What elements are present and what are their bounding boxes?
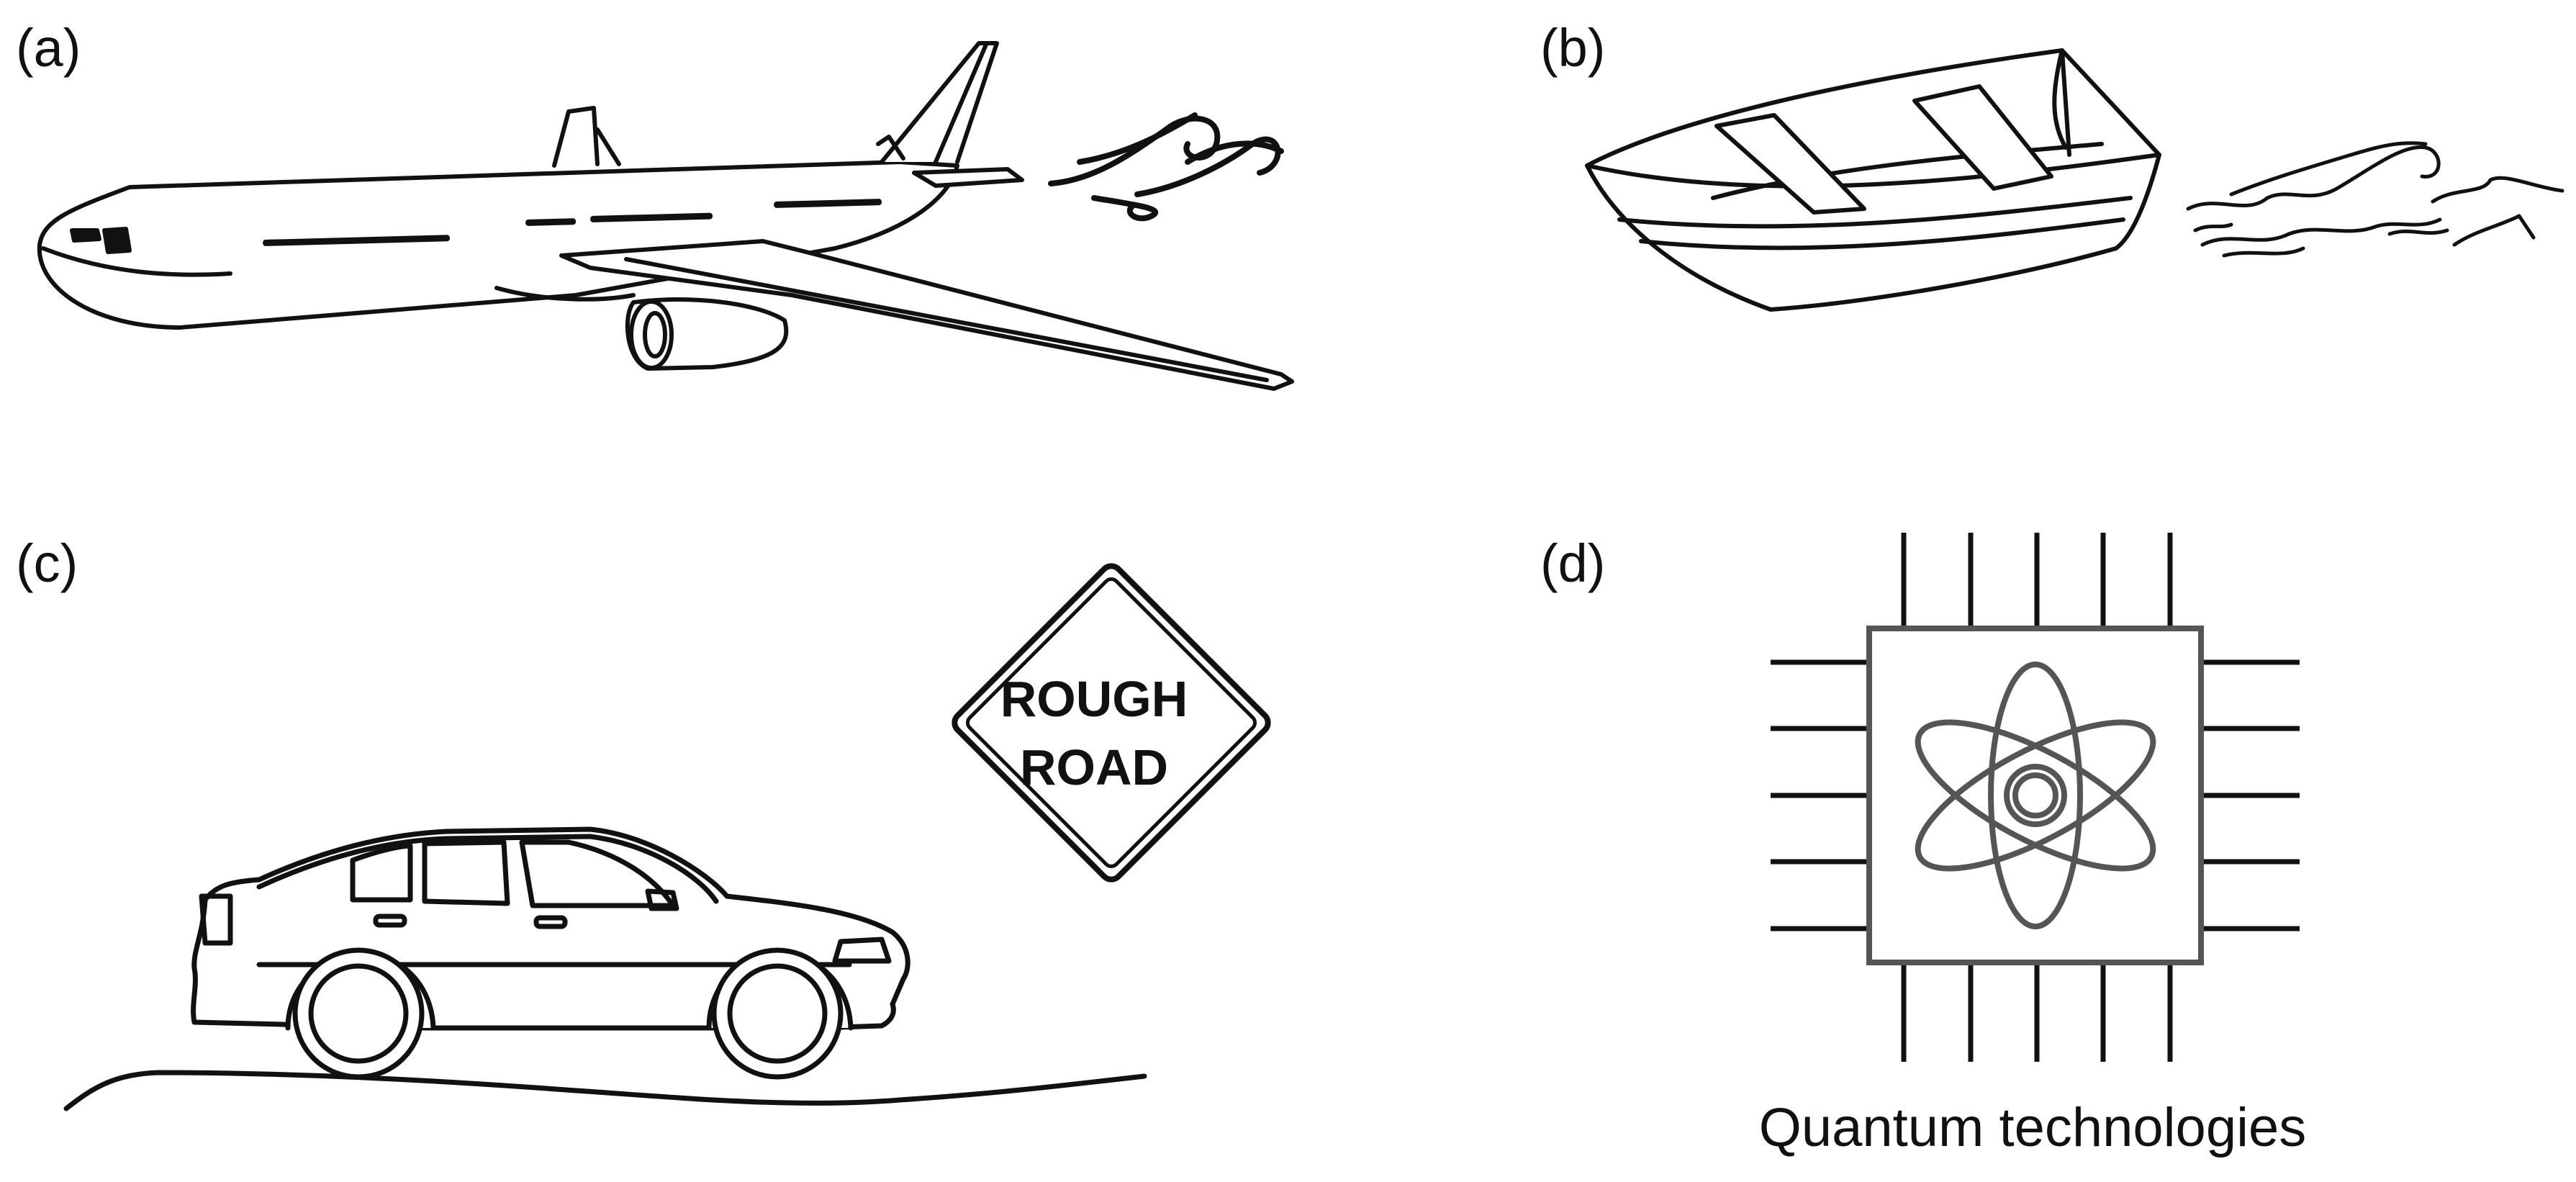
panel-b: (b) xyxy=(1540,18,2564,312)
road-sign-icon: ROUGH ROAD xyxy=(952,563,1271,883)
panel-a-label: (a) xyxy=(16,18,81,78)
quantum-chip-icon xyxy=(1771,533,2300,1062)
atom-icon xyxy=(1915,662,2156,929)
sea-waves-icon xyxy=(2186,141,2564,258)
panel-b-label: (b) xyxy=(1540,18,1605,78)
panel-c: (c) ROUGH ROAD xyxy=(16,533,1271,1111)
airplane-icon xyxy=(37,41,1294,391)
panel-d: (d) xyxy=(1540,533,2306,1158)
bumpy-road-icon xyxy=(63,1070,1147,1111)
rowboat-icon xyxy=(1585,48,2161,312)
wind-gust-icon xyxy=(1048,112,1284,222)
sign-text-road: ROAD xyxy=(1020,739,1168,795)
airplane-windows xyxy=(263,199,882,246)
panel-c-label: (c) xyxy=(16,533,78,593)
quantum-caption: Quantum technologies xyxy=(1759,1097,2306,1158)
car-wheels xyxy=(292,947,844,1080)
sign-text-rough: ROUGH xyxy=(1000,671,1188,727)
panel-d-label: (d) xyxy=(1540,533,1605,593)
panel-a: (a) xyxy=(16,18,1294,391)
